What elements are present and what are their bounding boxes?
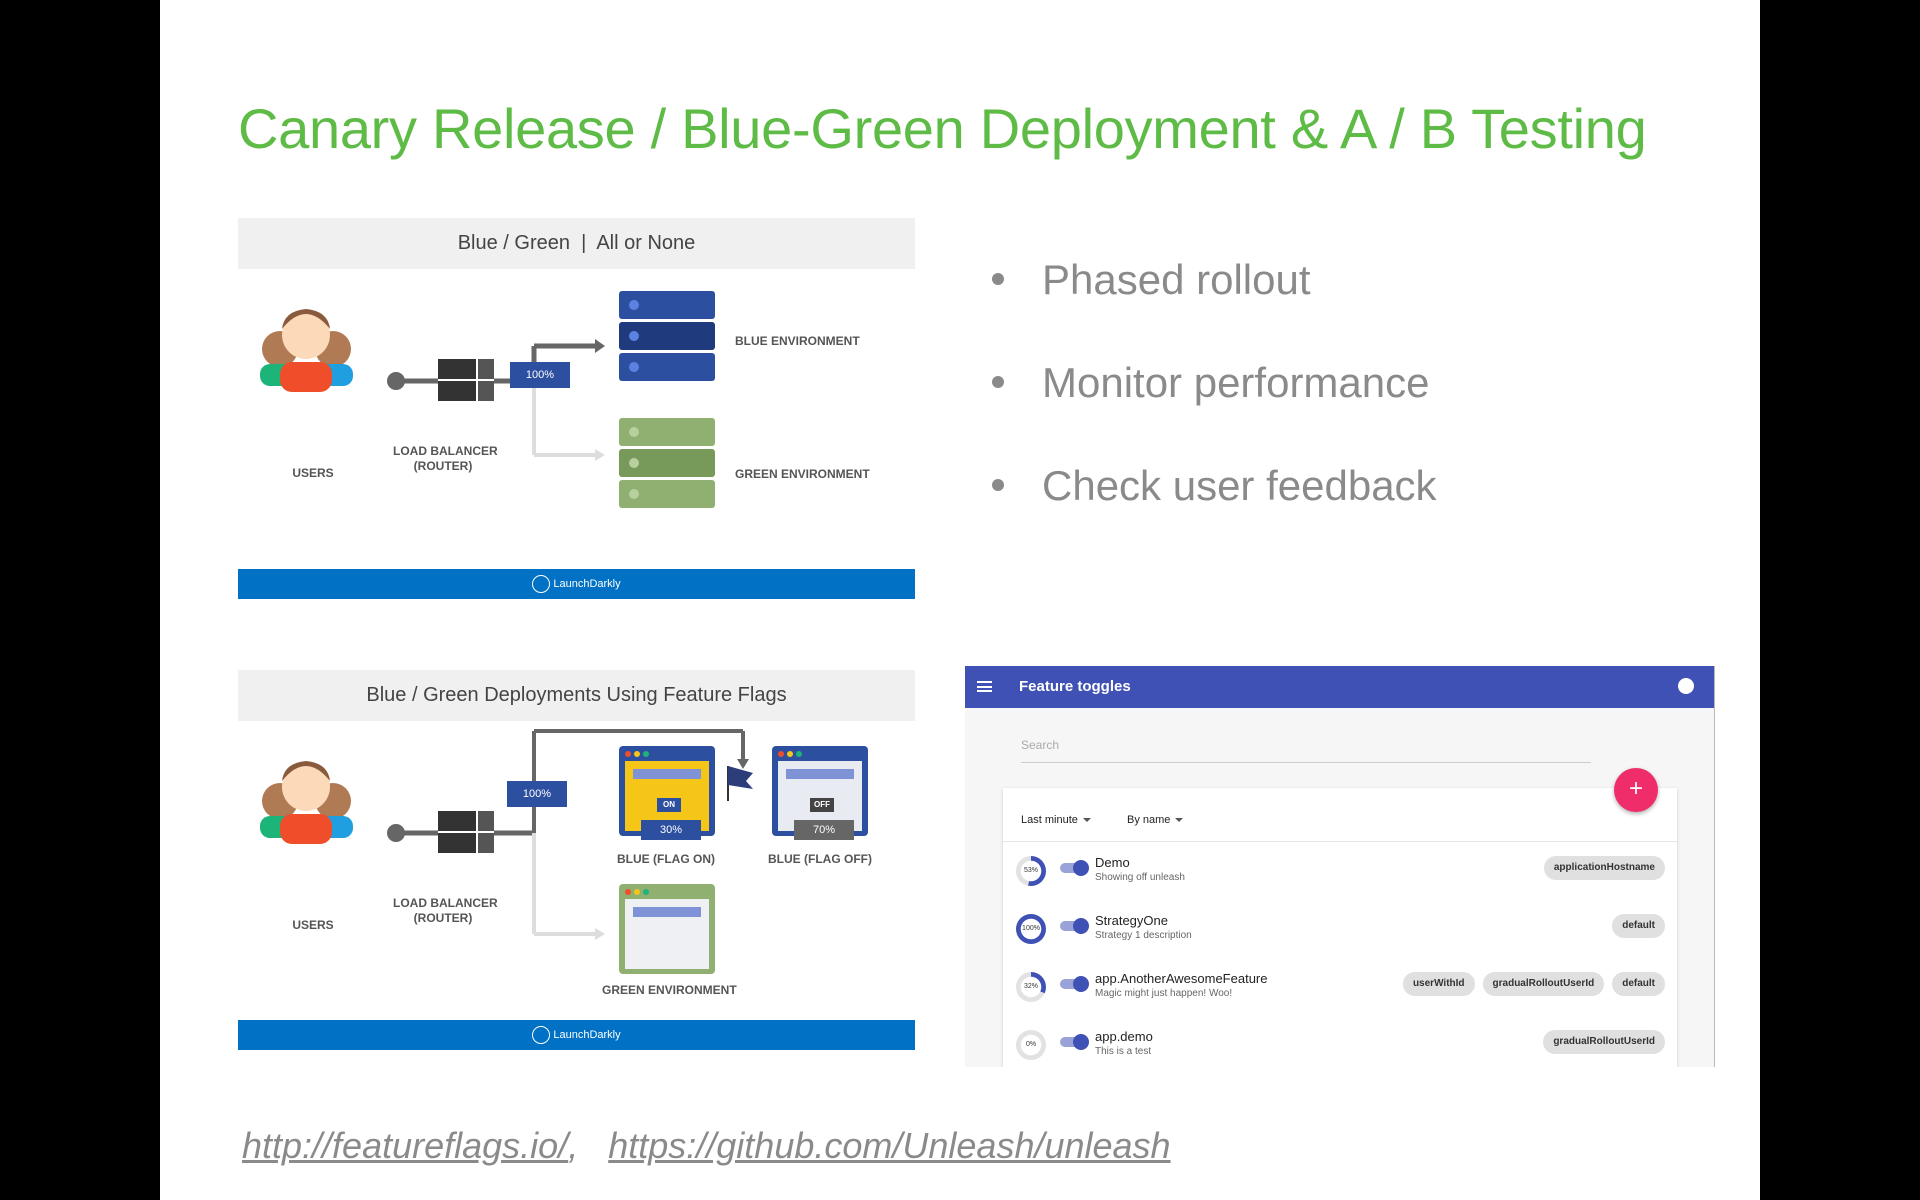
off-percent: 70%: [794, 820, 854, 840]
bullet-dot-icon: [992, 375, 1004, 388]
slide-title: Canary Release / Blue-Green Deployment &…: [238, 97, 1647, 160]
toggle-description: Magic might just happen! Woo!: [1095, 988, 1233, 999]
load-balancer-icon: [438, 811, 494, 853]
app-title: Feature toggles: [1019, 678, 1131, 695]
rollout-percent-indicator: 100%: [1016, 914, 1046, 944]
load-balancer-icon: [438, 359, 494, 401]
strategy-tags: default: [1612, 914, 1665, 938]
diagram-header: Blue / Green Deployments Using Feature F…: [238, 670, 915, 721]
toggle-switch[interactable]: [1060, 1034, 1089, 1050]
users-icon: [260, 309, 353, 392]
slide: Canary Release / Blue-Green Deployment &…: [160, 0, 1760, 1200]
app-bar: Feature toggles: [965, 666, 1714, 708]
diagram-footer: LaunchDarkly: [238, 1020, 915, 1050]
blue-flag-off-window-icon: [772, 746, 868, 836]
lb-label-line2: (ROUTER): [413, 459, 473, 473]
rollout-percent-indicator: 32%: [1016, 972, 1046, 1002]
feature-flag-diagram: Blue / Green Deployments Using Feature F…: [238, 670, 915, 1051]
flag-off-badge: OFF: [810, 798, 834, 812]
toggle-knob: [1073, 976, 1089, 992]
bullet-item: Phased rollout: [992, 256, 1311, 304]
rollout-percent-indicator: 53%: [1016, 856, 1046, 886]
traffic-badge: 100%: [507, 781, 567, 807]
time-filter-dropdown[interactable]: Last minute: [1021, 814, 1091, 826]
traffic-badge: 100%: [510, 362, 570, 388]
users-label: USERS: [292, 918, 334, 932]
footer-brand: LaunchDarkly: [553, 578, 621, 590]
unleash-github-link[interactable]: https://github.com/Unleash/unleash: [608, 1125, 1171, 1166]
green-env-label: GREEN ENVIRONMENT: [735, 467, 870, 481]
green-env-label: GREEN ENVIRONMENT: [602, 983, 737, 997]
diagram-graphic: [260, 729, 868, 974]
toggle-description: Showing off unleash: [1095, 872, 1185, 883]
toggle-switch[interactable]: [1060, 918, 1089, 934]
strategy-tags: userWithId gradualRolloutUserId default: [1402, 972, 1665, 996]
flag-icon: [727, 766, 753, 801]
account-icon[interactable]: [1678, 678, 1694, 694]
toggle-description: This is a test: [1095, 1046, 1152, 1057]
diagram-footer: LaunchDarkly: [238, 569, 915, 599]
toggle-name[interactable]: app.demo: [1095, 1029, 1153, 1044]
reference-links: http://featureflags.io/, https://github.…: [242, 1125, 1171, 1166]
caret-down-icon: [1082, 818, 1091, 823]
blue-flag-off-label: BLUE (FLAG OFF): [768, 852, 872, 866]
users-label: USERS: [292, 466, 334, 480]
bullet-item: Monitor performance: [992, 359, 1430, 407]
blue-env-label: BLUE ENVIRONMENT: [735, 334, 860, 348]
lb-label-line1: LOAD BALANCER: [393, 444, 498, 458]
bullet-item: Check user feedback: [992, 462, 1437, 510]
strategy-tag[interactable]: userWithId: [1402, 972, 1475, 996]
flag-on-badge: ON: [657, 798, 681, 812]
divider: [1003, 841, 1677, 842]
caret-down-icon: [1175, 818, 1184, 823]
strategy-tag[interactable]: default: [1612, 972, 1665, 996]
green-server-icon: [619, 418, 715, 508]
toggle-name[interactable]: StrategyOne: [1095, 913, 1168, 928]
footer-brand: LaunchDarkly: [553, 1029, 621, 1041]
blue-green-diagram: Blue / Green | All or None: [238, 218, 915, 600]
toggle-knob: [1073, 860, 1089, 876]
blue-flag-on-label: BLUE (FLAG ON): [617, 852, 715, 866]
diagram-graphic: [260, 291, 715, 508]
blue-server-icon: [619, 291, 715, 381]
strategy-tag[interactable]: gradualRolloutUserId: [1482, 972, 1605, 996]
add-toggle-button[interactable]: +: [1614, 768, 1658, 812]
rollout-percent-indicator: 0%: [1016, 1030, 1046, 1060]
launchdarkly-logo-icon: [532, 575, 551, 594]
toggle-description: Strategy 1 description: [1095, 930, 1192, 941]
toggle-switch[interactable]: [1060, 860, 1089, 876]
strategy-tag[interactable]: gradualRolloutUserId: [1543, 1030, 1665, 1054]
green-window-icon: [619, 884, 715, 974]
launchdarkly-logo-icon: [532, 1026, 551, 1045]
sort-dropdown[interactable]: By name: [1127, 814, 1184, 826]
featureflags-link[interactable]: http://featureflags.io/: [242, 1125, 569, 1166]
diagram-header: Blue / Green | All or None: [238, 218, 915, 269]
toggle-name[interactable]: app.AnotherAwesomeFeature: [1095, 971, 1268, 986]
lb-label-line1: LOAD BALANCER: [393, 896, 498, 910]
strategy-tags: gradualRolloutUserId: [1543, 1030, 1665, 1054]
bullet-dot-icon: [992, 272, 1004, 285]
strategy-tag[interactable]: default: [1612, 914, 1665, 938]
toggle-knob: [1073, 1034, 1089, 1050]
lb-label-line2: (ROUTER): [413, 911, 473, 925]
on-percent: 30%: [641, 820, 701, 840]
bullet-dot-icon: [992, 478, 1004, 491]
hamburger-menu-icon[interactable]: [977, 681, 992, 692]
toggle-name[interactable]: Demo: [1095, 855, 1130, 870]
toggle-switch[interactable]: [1060, 976, 1089, 992]
strategy-tag[interactable]: applicationHostname: [1543, 856, 1665, 880]
search-input[interactable]: Search: [1021, 738, 1591, 763]
strategy-tags: applicationHostname: [1543, 856, 1665, 880]
toggle-knob: [1073, 918, 1089, 934]
feature-toggles-app: Feature toggles Search Last minute By na…: [965, 666, 1715, 1067]
users-icon: [260, 761, 353, 844]
blue-flag-on-window-icon: [619, 746, 715, 836]
